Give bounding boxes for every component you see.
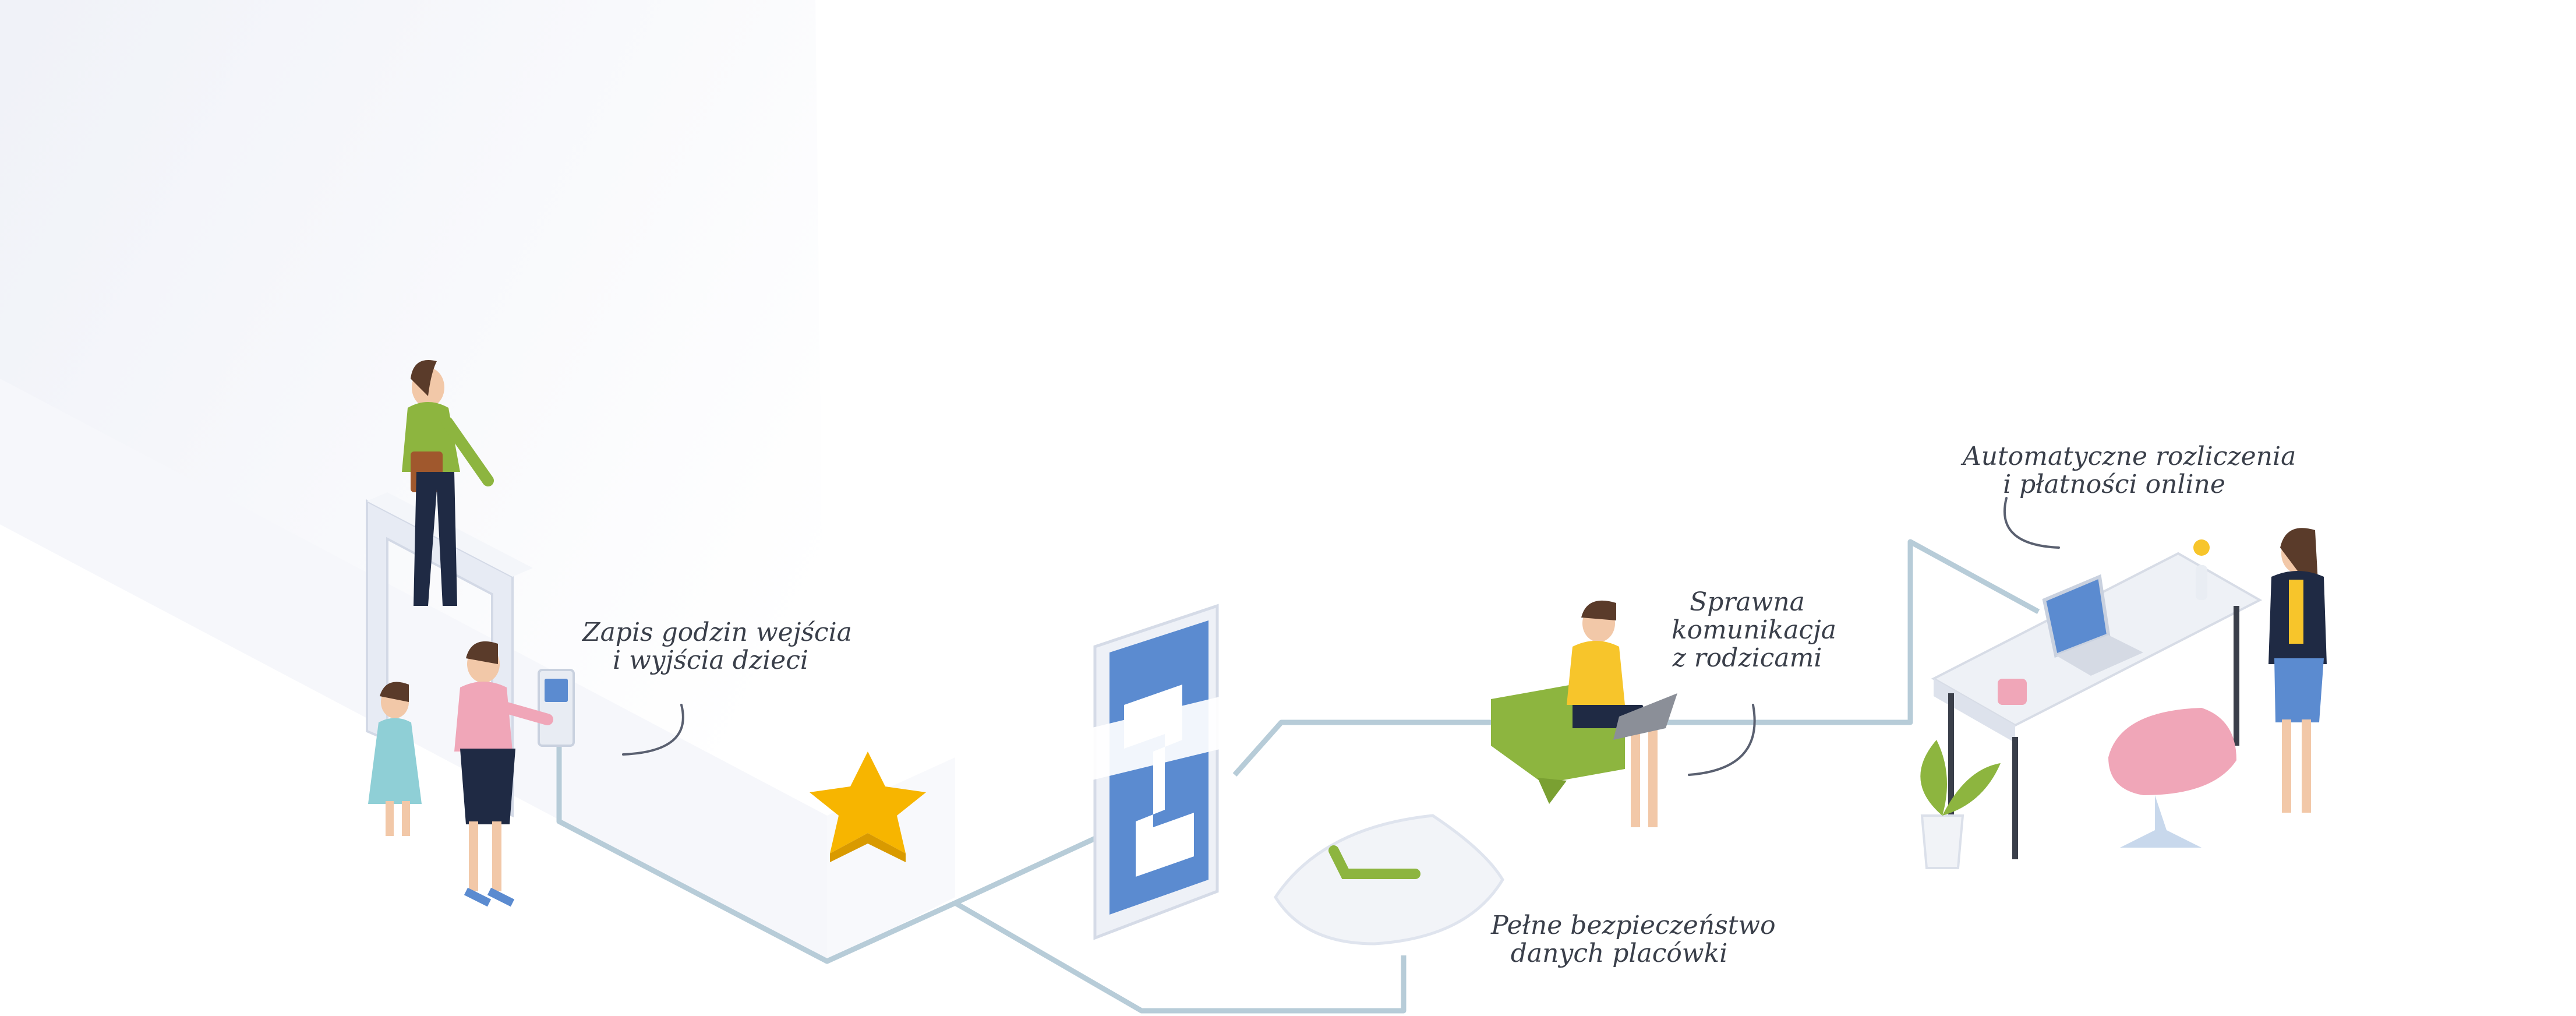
child-girl — [368, 682, 422, 836]
woman-teacher-green — [402, 360, 494, 606]
laptop-icon — [1613, 693, 1677, 740]
card-reader-icon — [538, 669, 575, 747]
label-entry-exit: Zapis godzin wejścia i wyjścia dzieci — [582, 618, 852, 675]
label-communication-line3: z rodzicami — [1672, 643, 1822, 673]
phone-with-app-logo — [1066, 604, 1258, 940]
label-entry-exit-line1: Zapis godzin wejścia — [582, 618, 852, 647]
label-communication-line1: Sprawna — [1690, 587, 1805, 617]
label-entry-exit-line2: i wyjścia dzieci — [613, 645, 808, 675]
label-communication: Sprawna komunikacja z rodzicami — [1672, 587, 1837, 673]
flower-vase-icon — [2193, 539, 2210, 600]
label-pointers — [622, 497, 2060, 776]
label-security-line1: Pełne bezpieczeństwo — [1491, 911, 1776, 940]
label-communication-line2: komunikacja — [1672, 615, 1837, 645]
label-security-line2: danych placówki — [1510, 939, 1728, 968]
label-payments-line2: i płatności online — [2003, 470, 2225, 499]
connector-lines — [556, 539, 2040, 1014]
potted-plant-icon — [1920, 740, 2001, 869]
laptop-icon — [2042, 574, 2143, 676]
office-desk — [1920, 539, 2263, 869]
label-payments: Automatyczne rozliczenia i płatności onl… — [1963, 442, 2296, 499]
woman-manager-navy — [2268, 528, 2327, 813]
pink-armchair — [2108, 708, 2236, 848]
shield-check-icon — [1274, 814, 1504, 946]
label-security: Pełne bezpieczeństwo danych placówki — [1491, 911, 1776, 968]
label-payments-line1: Automatyczne rozliczenia — [1963, 442, 2296, 471]
woman-with-laptop — [1491, 600, 1677, 827]
woman-mother-pink — [454, 641, 553, 907]
star-icon — [810, 752, 926, 862]
